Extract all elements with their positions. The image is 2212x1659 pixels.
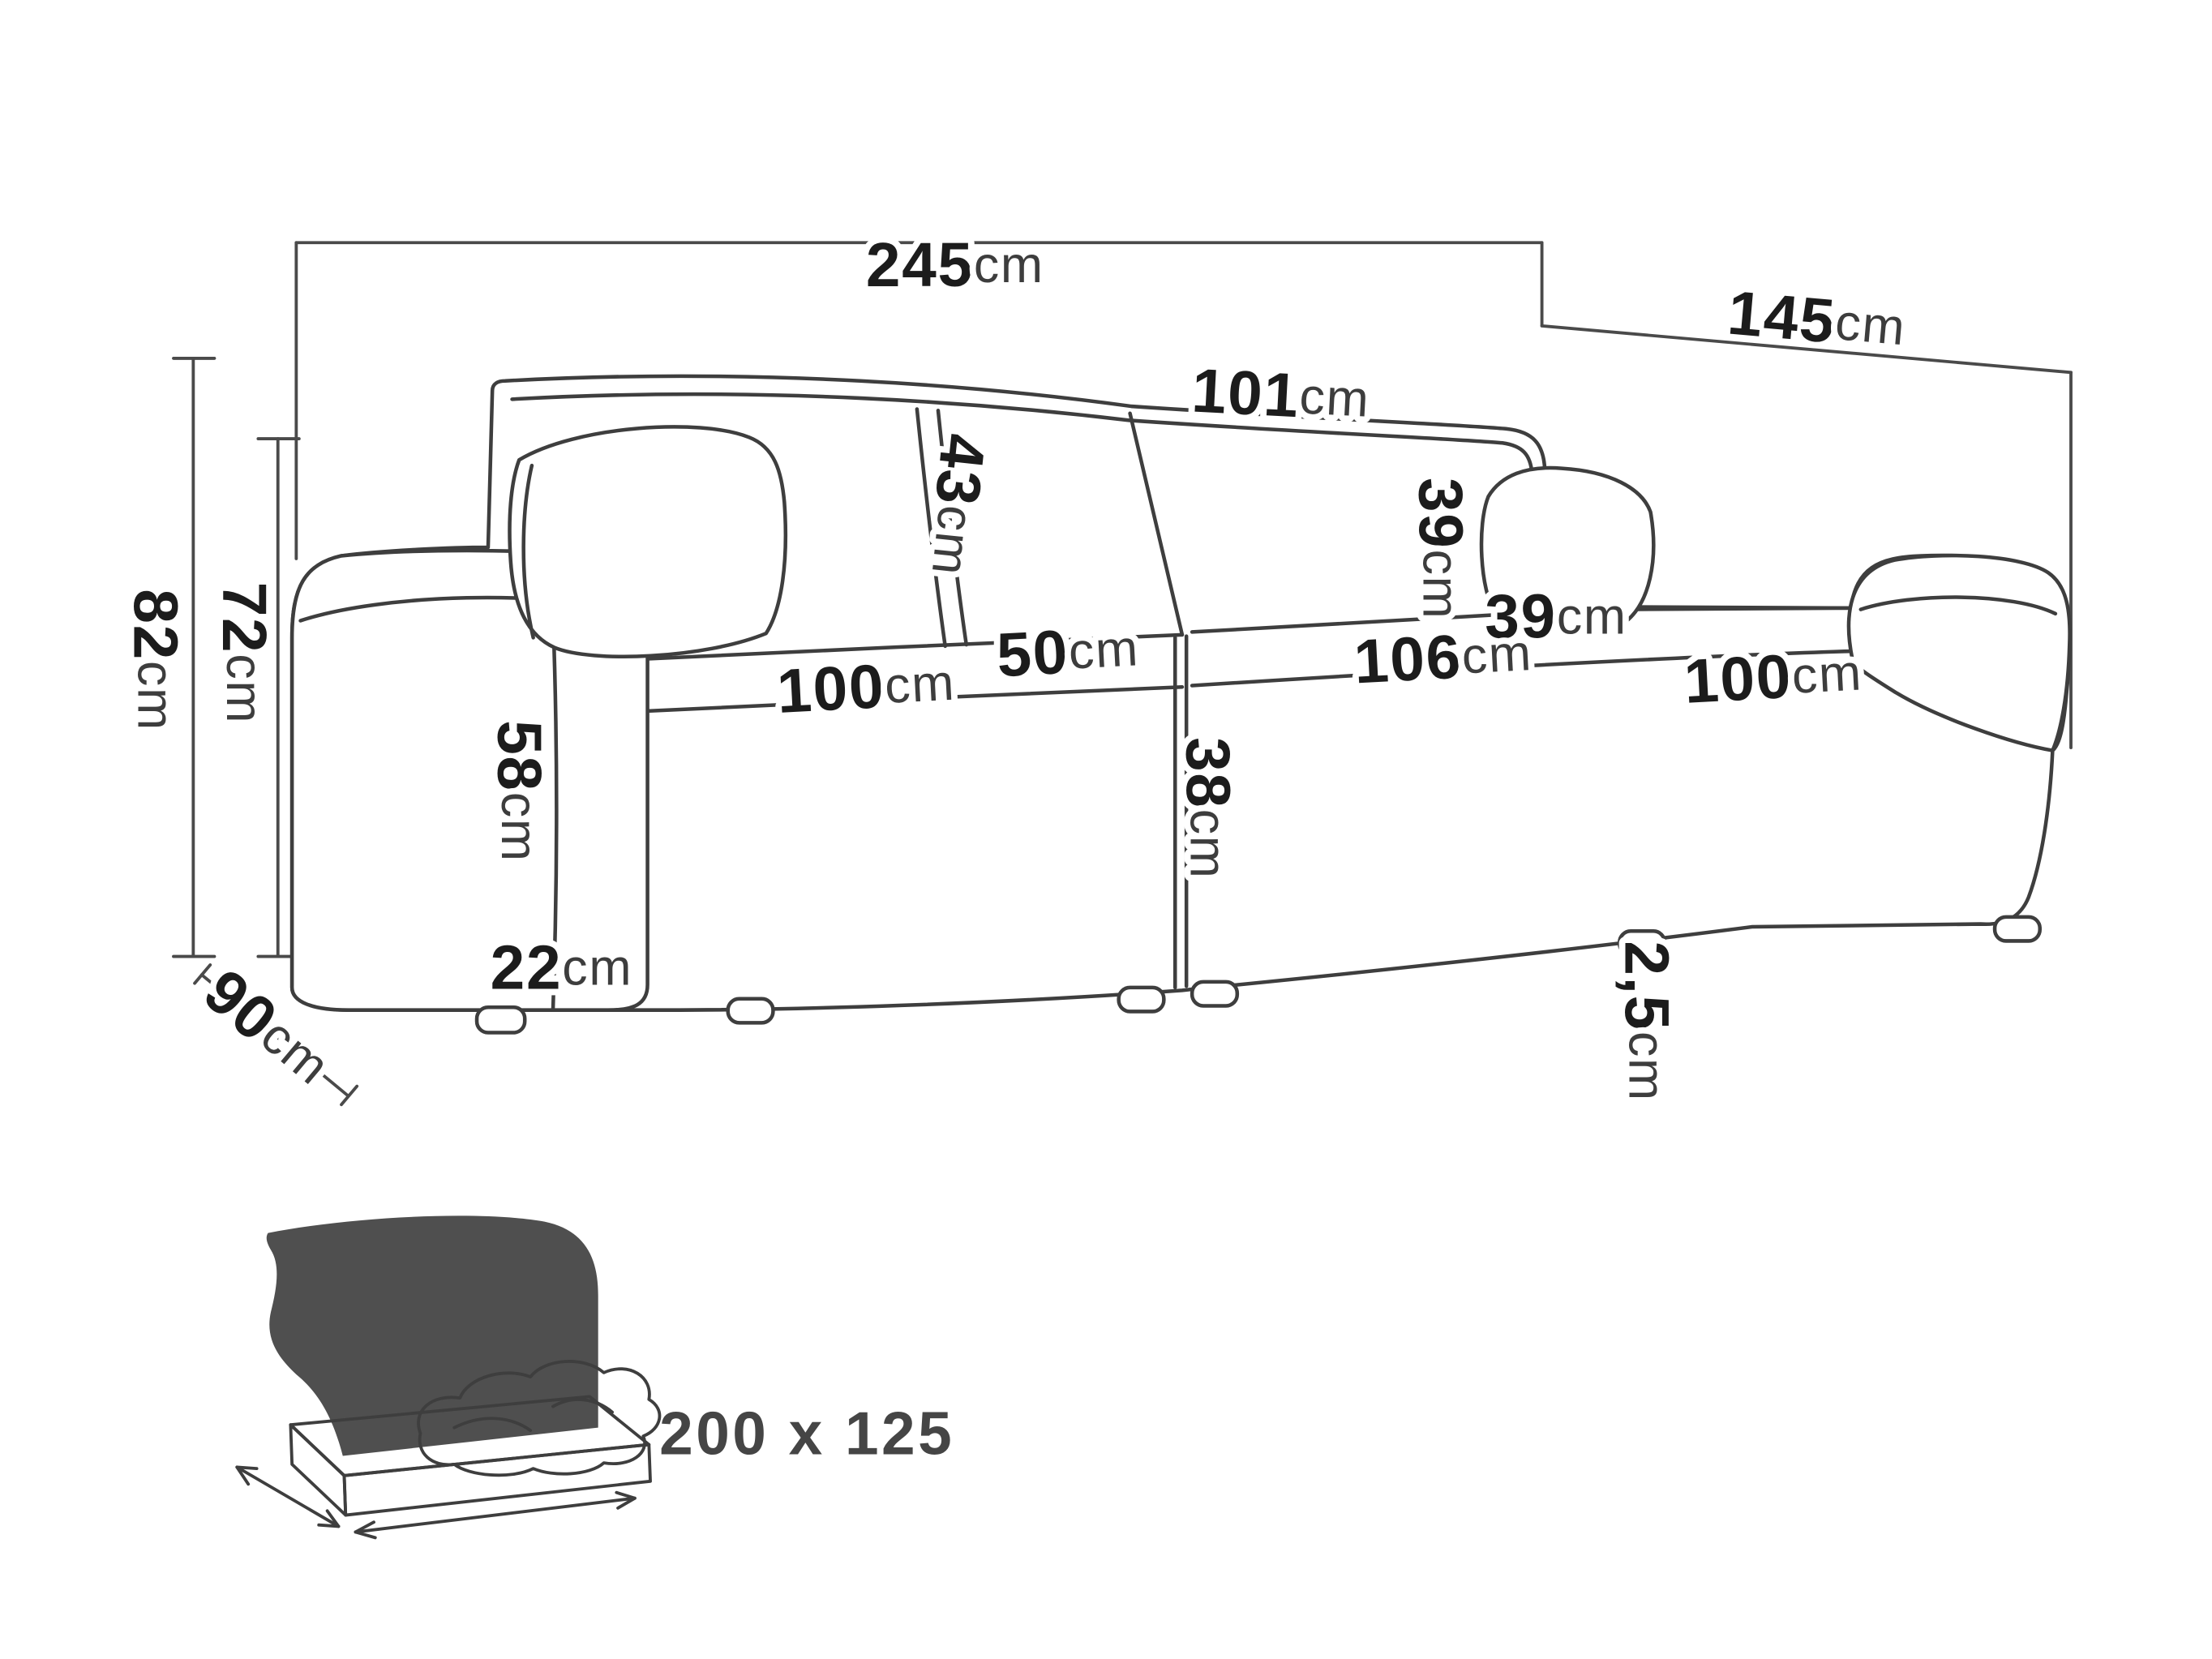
sofa-foot xyxy=(1618,929,1667,958)
sofa-foot xyxy=(1992,915,2043,943)
mattress-front xyxy=(342,1443,652,1517)
dim-seat-depth: 50cm xyxy=(995,614,1141,690)
seat-back-junction xyxy=(645,632,1185,661)
width-arrow xyxy=(354,1496,637,1534)
dim-pillow-height: 39cm xyxy=(1406,478,1475,620)
corner-seam xyxy=(1128,411,1185,637)
arrowhead xyxy=(615,1490,637,1510)
dim-depth-right: 145cm xyxy=(1725,278,1909,362)
sofa-foot xyxy=(474,1005,527,1035)
sofa-foot xyxy=(1117,985,1166,1014)
dimension-lines xyxy=(172,241,2073,1107)
dim-overall-height: 82cm xyxy=(121,589,190,731)
dimension-line-depth-right xyxy=(1540,324,2073,375)
tick xyxy=(340,1084,359,1107)
size-arrows xyxy=(235,1465,637,1540)
dimension-labels: 245cm 145cm 101cm 43cm 39cm 39cm 50cm 10… xyxy=(114,225,1914,1108)
duvet-crease xyxy=(551,1398,614,1414)
depth-arrow xyxy=(235,1465,341,1528)
chaise-back-edge xyxy=(1190,613,1494,634)
arrowhead xyxy=(317,1509,341,1528)
dim-pillow-width: 39cm xyxy=(1485,582,1627,651)
dim-armrest-height: 58cm xyxy=(485,720,554,863)
arrowhead xyxy=(235,1465,259,1486)
dim-back-width: 101cm xyxy=(1190,356,1372,434)
sofa-feet xyxy=(474,915,2043,1035)
chaise-back-edge xyxy=(1623,606,1854,611)
dim-seat-width-corner: 106cm xyxy=(1352,619,1534,697)
dim-seat-width-right: 100cm xyxy=(1683,638,1864,716)
back-cushion-seam xyxy=(915,407,947,649)
backrest-inner-edge xyxy=(510,392,1536,513)
mattress-side xyxy=(289,1423,348,1517)
dim-leg-height: 2,5cm xyxy=(1612,941,1681,1102)
left-back-pillow xyxy=(508,425,788,658)
dimension-line-base-depth xyxy=(199,973,350,1098)
bed-icon-backdrop xyxy=(266,1215,598,1456)
dim-seat-height: 38cm xyxy=(1173,737,1242,880)
tick xyxy=(193,963,212,985)
sofa-drawing xyxy=(289,374,2072,1035)
dim-seat-width-left: 100cm xyxy=(775,648,957,726)
sofa-foot xyxy=(1190,980,1240,1008)
right-armrest-roll xyxy=(1858,595,2058,616)
sofa-foot xyxy=(726,997,775,1025)
back-cushion-seam xyxy=(936,409,969,647)
dim-armrest-width: 22cm xyxy=(491,933,633,1002)
dim-overall-width: 245cm xyxy=(866,231,1044,300)
duvet xyxy=(417,1360,662,1477)
duvet-crease xyxy=(452,1417,533,1433)
seat-front-edge xyxy=(645,685,1185,714)
dim-backrest-height: 72cm xyxy=(209,582,278,725)
arrowhead xyxy=(354,1520,377,1540)
dim-back-cushion-height: 43cm xyxy=(915,431,998,580)
sleeping-area-size: 200 x 125 xyxy=(659,1400,954,1468)
bed-icon: 200 x 125 xyxy=(235,1215,2212,1659)
left-back-pillow-fold xyxy=(521,463,535,640)
right-armrest xyxy=(1846,553,2072,752)
right-small-pillow xyxy=(1479,465,1656,633)
